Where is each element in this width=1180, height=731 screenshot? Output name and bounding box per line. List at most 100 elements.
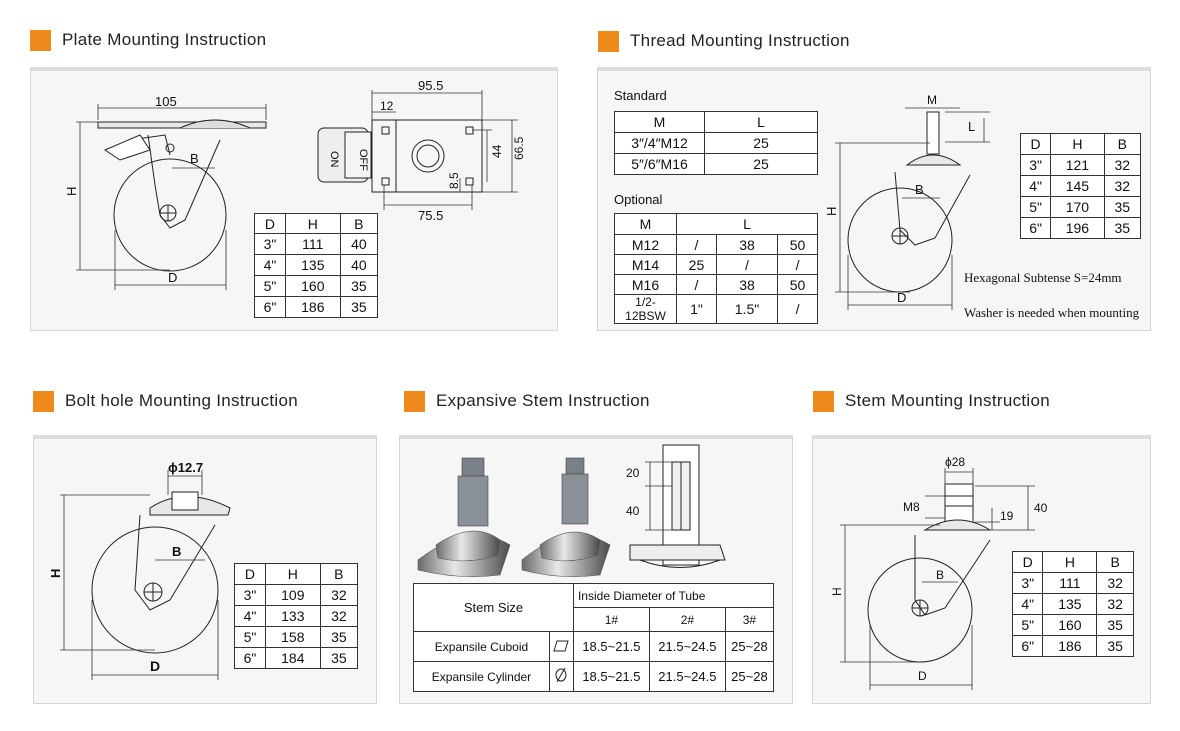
cell: 32 (1096, 593, 1134, 615)
header-d: D (1011, 551, 1044, 573)
cell: 25 (676, 254, 717, 275)
cell: 35 (319, 626, 359, 648)
cell: / (676, 274, 717, 295)
cell: 186 (284, 296, 341, 318)
cell: 158 (264, 626, 321, 648)
washer-note: Washer is needed when mounting (964, 305, 1140, 320)
cell: 6" (1019, 217, 1052, 239)
cell: 5" (1011, 614, 1044, 636)
cuboid-icon (548, 631, 574, 662)
cell: 3" (1011, 572, 1044, 594)
standard-label: Standard (614, 88, 667, 103)
cell: / (676, 234, 717, 255)
thread-title: Thread Mounting Instruction (630, 31, 850, 50)
cell: 135 (1042, 593, 1098, 615)
cell: 32 (1103, 154, 1142, 176)
header-h: H (1042, 551, 1098, 573)
cell: 25~28 (724, 661, 775, 692)
cell: / (777, 294, 818, 324)
cell: 35 (1096, 635, 1134, 657)
header-l: L (676, 213, 818, 235)
header-m: M (614, 213, 677, 235)
cell: 4" (254, 254, 286, 276)
expansive-table: Stem Size Inside Diameter of Tube 1# 2# … (413, 583, 775, 692)
cell: 1.5" (715, 294, 779, 324)
cell: 40 (339, 233, 379, 255)
cell: 50 (777, 234, 818, 255)
row-name: Expansile Cuboid (413, 631, 550, 662)
cell: 3" (1019, 154, 1052, 176)
cell: 160 (1042, 614, 1098, 636)
header-b: B (1103, 133, 1142, 155)
cell: 35 (339, 275, 379, 297)
cell: 21.5~24.5 (648, 631, 726, 662)
cell: 3" (234, 584, 266, 606)
orange-square-icon (813, 390, 834, 412)
cell: 25 (704, 132, 818, 154)
bolt-title: Bolt hole Mounting Instruction (65, 391, 298, 410)
header-b: B (319, 563, 359, 585)
cell: 40 (339, 254, 379, 276)
cell: 1/2-12BSW (614, 294, 677, 324)
stem-size-header: Stem Size (413, 583, 574, 632)
cell: 18.5~21.5 (572, 631, 650, 662)
cell: 3" (254, 233, 286, 255)
header-d: D (254, 213, 286, 234)
cell: 6" (234, 647, 266, 669)
plate-section-title: Plate Mounting Instruction (30, 28, 266, 52)
cell: 32 (1103, 175, 1142, 197)
cell: 32 (319, 605, 359, 627)
plate-title: Plate Mounting Instruction (62, 30, 267, 49)
cell: 111 (284, 233, 341, 255)
cell: 133 (264, 605, 321, 627)
cell: 6" (254, 296, 286, 318)
cell: 186 (1042, 635, 1098, 657)
cell: 35 (1103, 217, 1142, 239)
cell: / (715, 254, 779, 275)
expansive-title: Expansive Stem Instruction (436, 391, 650, 410)
cell: 38 (715, 274, 779, 295)
cell: 50 (777, 274, 818, 295)
cell: 111 (1042, 572, 1098, 594)
cell: 4" (234, 605, 266, 627)
header-b: B (1096, 551, 1134, 573)
cell: 5″/6″M16 (614, 153, 705, 175)
cell: 184 (264, 647, 321, 669)
cell: / (777, 254, 818, 275)
header-m: M (614, 111, 705, 133)
cell: 35 (319, 647, 359, 669)
expansive-section-title: Expansive Stem Instruction (404, 389, 650, 413)
cell: M16 (614, 274, 677, 295)
cell: 5" (1019, 196, 1052, 218)
cell: 18.5~21.5 (572, 661, 650, 692)
cylinder-icon (548, 661, 574, 692)
header-d: D (1019, 133, 1052, 155)
cell: 1" (676, 294, 717, 324)
header-l: L (704, 111, 818, 133)
header-h: H (264, 563, 321, 585)
col-2: 2# (648, 607, 726, 632)
cell: 21.5~24.5 (648, 661, 726, 692)
header-d: D (234, 563, 266, 585)
cell: M12 (614, 234, 677, 255)
col-1: 1# (572, 607, 650, 632)
col-3: 3# (724, 607, 775, 632)
bolt-section-title: Bolt hole Mounting Instruction (33, 389, 298, 413)
cell: 121 (1050, 154, 1105, 176)
stem-section-title: Stem Mounting Instruction (813, 389, 1050, 413)
thread-section-title: Thread Mounting Instruction (598, 29, 850, 53)
cell: 135 (284, 254, 341, 276)
inside-diameter-header: Inside Diameter of Tube (572, 583, 775, 608)
cell: 35 (1103, 196, 1142, 218)
cell: 6" (1011, 635, 1044, 657)
cell: 3″/4″M12 (614, 132, 705, 154)
header-h: H (1050, 133, 1105, 155)
orange-square-icon (404, 390, 425, 412)
cell: 38 (715, 234, 779, 255)
cell: 5" (254, 275, 286, 297)
